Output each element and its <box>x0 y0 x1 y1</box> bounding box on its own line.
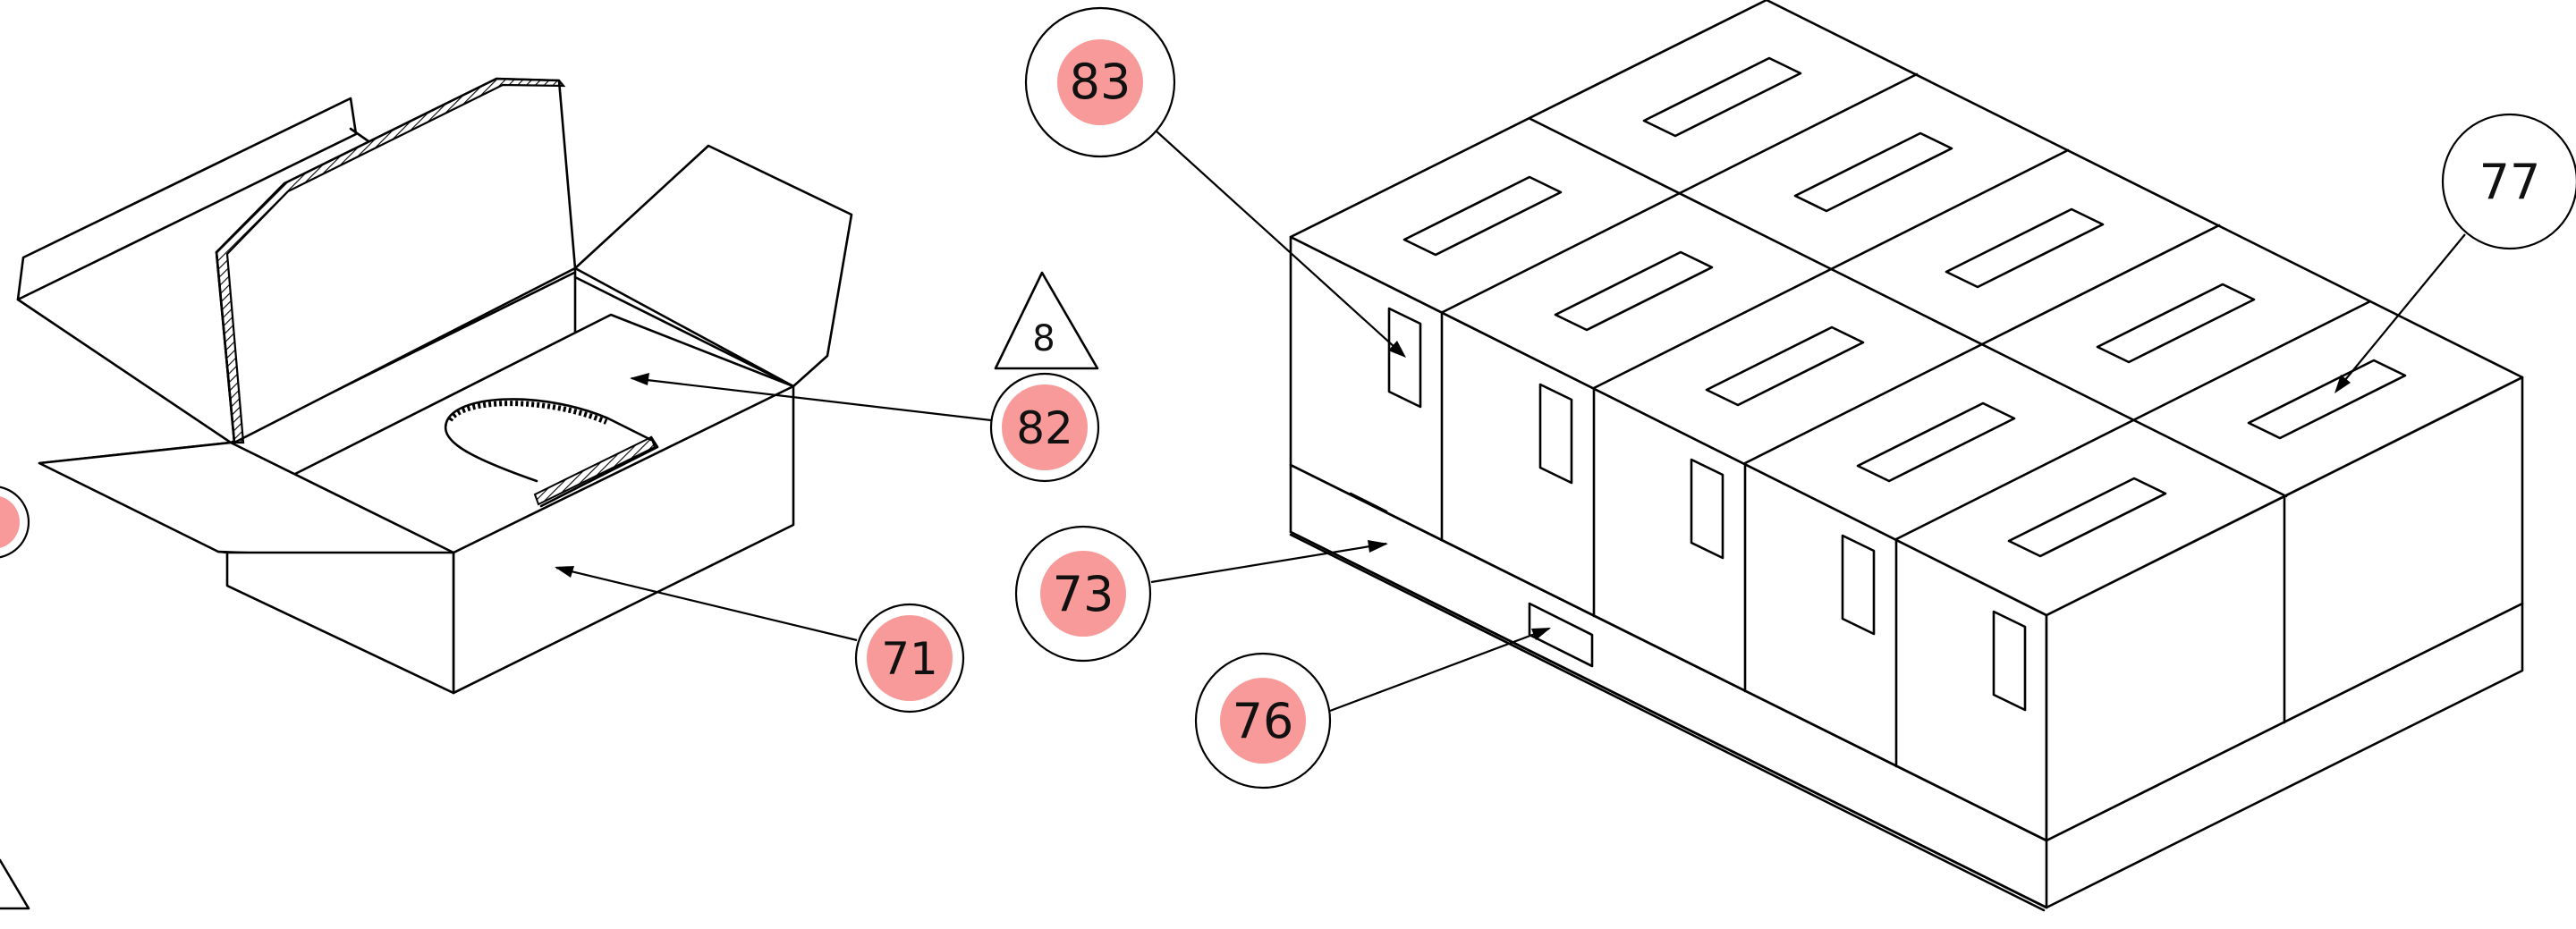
pallet-label <box>1528 602 1594 668</box>
triangle-mark-label: 8 <box>1032 318 1055 359</box>
callout-77: 77 <box>2441 113 2576 250</box>
pallet-assembly <box>1289 0 2524 912</box>
open-carton <box>16 77 853 695</box>
callout-71-label: 71 <box>881 633 938 685</box>
callout-82: 82 <box>989 372 1100 483</box>
carton-front-face <box>225 551 455 695</box>
carton-back-left-flap <box>16 97 358 301</box>
leader-lines <box>555 130 2466 713</box>
callout-83: 83 <box>1024 6 1176 158</box>
carton-body <box>452 384 795 695</box>
callout-76: 76 <box>1194 652 1332 790</box>
callout-77-label: 77 <box>2479 154 2541 210</box>
carton-front-left-flap <box>38 441 455 561</box>
partial-callout <box>0 486 30 559</box>
callout-82-label: 82 <box>1016 402 1073 454</box>
handle-strap <box>445 398 653 483</box>
callout-76-label: 76 <box>1233 693 1294 749</box>
side-slots <box>1387 307 2027 712</box>
callout-73-label: 73 <box>1053 566 1114 622</box>
callout-83-label: 83 <box>1070 54 1131 110</box>
partial-triangle-mark <box>0 858 30 910</box>
top-slots <box>1402 56 2407 558</box>
callout-73: 73 <box>1014 525 1152 663</box>
callout-71: 71 <box>854 603 965 714</box>
carton-opening <box>293 266 795 476</box>
carton-right-flap <box>573 144 853 388</box>
triangle-mark: 8 <box>994 271 1099 370</box>
